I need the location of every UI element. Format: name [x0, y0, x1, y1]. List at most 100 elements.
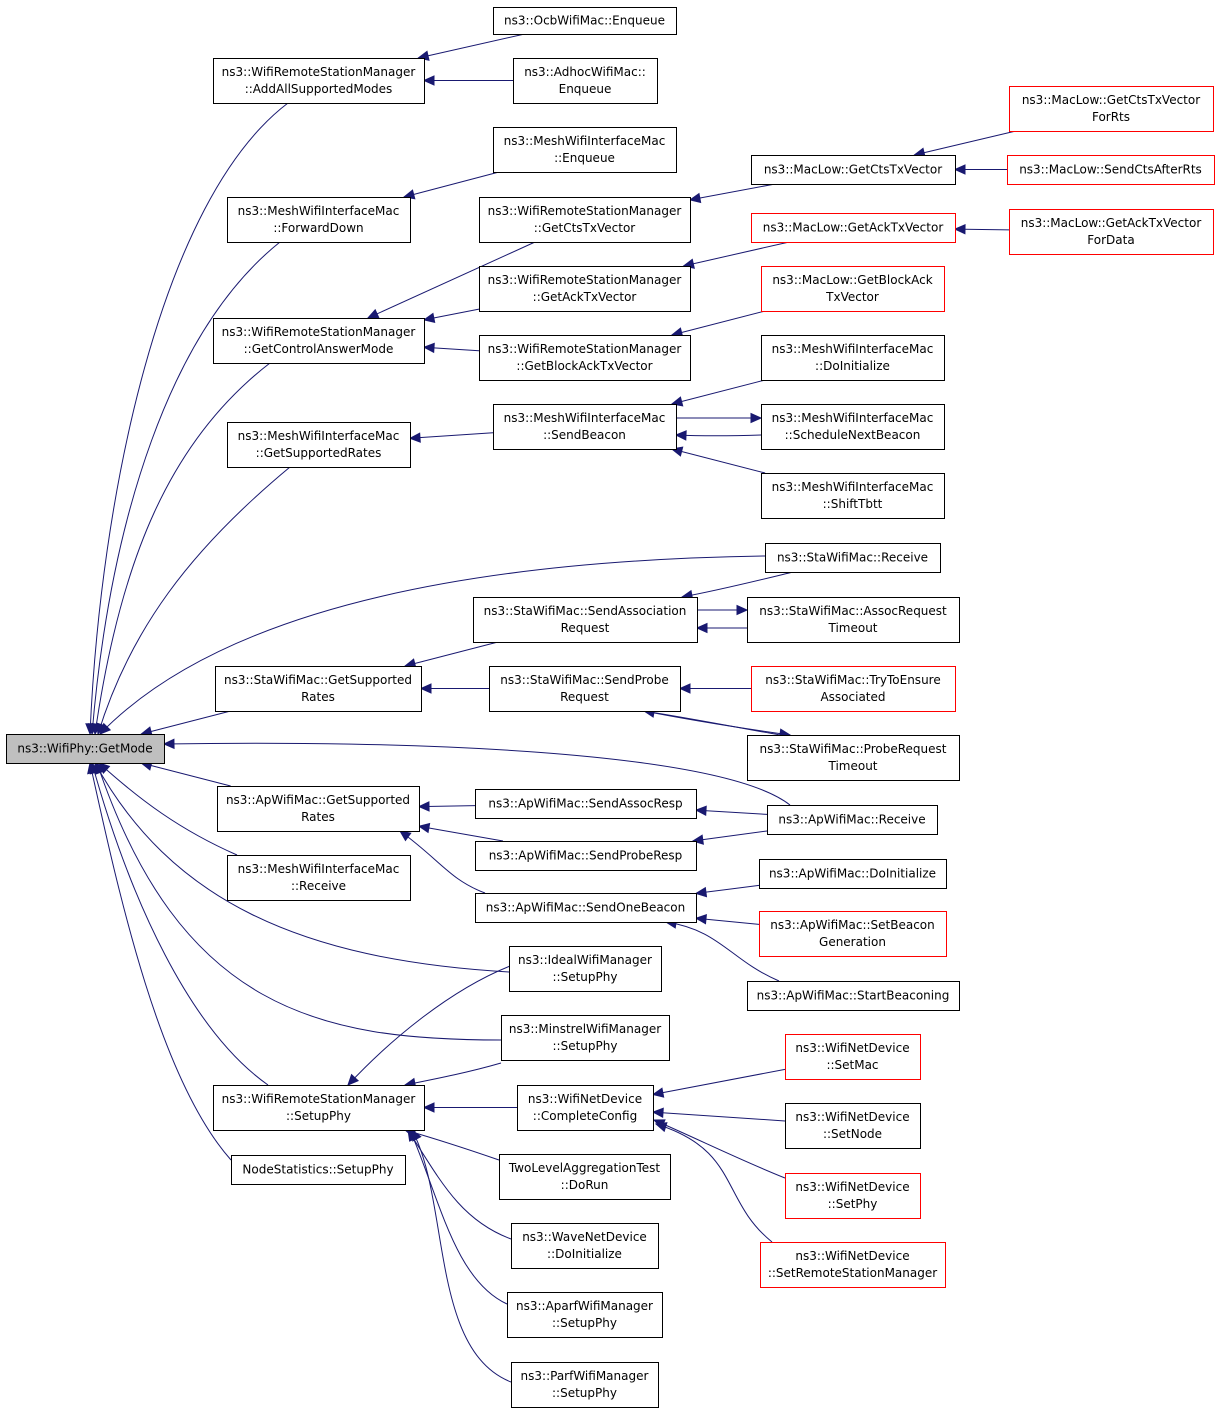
- node-parf[interactable]: ns3::ParfWifiManager::SetupPhy: [511, 1362, 659, 1408]
- node-getctrl[interactable]: ns3::WifiRemoteStationManager::GetContro…: [213, 318, 425, 364]
- node-box[interactable]: [227, 197, 411, 243]
- node-box[interactable]: [747, 735, 960, 781]
- node-box[interactable]: [231, 1155, 406, 1185]
- node-box[interactable]: [475, 789, 697, 819]
- node-box[interactable]: [761, 266, 945, 312]
- node-addall[interactable]: ns3::WifiRemoteStationManager::AddAllSup…: [213, 58, 425, 104]
- node-meshfwd[interactable]: ns3::MeshWifiInterfaceMac::ForwardDown: [227, 197, 411, 243]
- node-getcts[interactable]: ns3::WifiRemoteStationManager::GetCtsTxV…: [479, 197, 691, 243]
- node-aprecv[interactable]: ns3::ApWifiMac::Receive: [767, 805, 938, 835]
- node-meshsched[interactable]: ns3::MeshWifiInterfaceMac::ScheduleNextB…: [761, 404, 945, 450]
- node-meshenq[interactable]: ns3::MeshWifiInterfaceMac::Enqueue: [493, 127, 677, 173]
- node-mlgetack[interactable]: ns3::MacLow::GetAckTxVector: [751, 213, 956, 243]
- node-minstrel[interactable]: ns3::MinstrelWifiManager::SetupPhy: [501, 1015, 670, 1061]
- node-box[interactable]: [501, 1015, 670, 1061]
- node-starates[interactable]: ns3::StaWifiMac::GetSupportedRates: [215, 666, 422, 712]
- node-box[interactable]: [479, 266, 691, 312]
- node-box[interactable]: [215, 666, 422, 712]
- node-aparf[interactable]: ns3::AparfWifiManager::SetupPhy: [507, 1292, 663, 1338]
- node-box[interactable]: [759, 911, 947, 957]
- node-box[interactable]: [227, 855, 411, 901]
- node-box[interactable]: [493, 7, 677, 35]
- node-netsetmac[interactable]: ns3::WifiNetDevice::SetMac: [785, 1034, 921, 1080]
- node-mlblock[interactable]: ns3::MacLow::GetBlockAckTxVector: [761, 266, 945, 312]
- node-box[interactable]: [765, 543, 941, 573]
- node-netsetrsm[interactable]: ns3::WifiNetDevice::SetRemoteStationMana…: [760, 1242, 946, 1288]
- node-box[interactable]: [513, 58, 658, 104]
- node-twolevel[interactable]: TwoLevelAggregationTest::DoRun: [499, 1154, 671, 1200]
- node-box[interactable]: [751, 213, 956, 243]
- node-box[interactable]: [473, 597, 698, 643]
- node-meshrecv[interactable]: ns3::MeshWifiInterfaceMac::Receive: [227, 855, 411, 901]
- node-netsetnode[interactable]: ns3::WifiNetDevice::SetNode: [785, 1103, 921, 1149]
- node-meshshift[interactable]: ns3::MeshWifiInterfaceMac::ShiftTbtt: [761, 473, 945, 519]
- node-meshrates[interactable]: ns3::MeshWifiInterfaceMac::GetSupportedR…: [227, 422, 411, 468]
- node-box[interactable]: [213, 1085, 425, 1131]
- node-box[interactable]: [1009, 209, 1214, 255]
- node-box[interactable]: [1009, 86, 1214, 132]
- node-apinit[interactable]: ns3::ApWifiMac::DoInitialize: [759, 859, 947, 889]
- node-apbeacon[interactable]: ns3::ApWifiMac::SendOneBeacon: [475, 893, 697, 923]
- node-starecv[interactable]: ns3::StaWifiMac::Receive: [765, 543, 941, 573]
- node-box[interactable]: [6, 734, 165, 764]
- node-getblock[interactable]: ns3::WifiRemoteStationManager::GetBlockA…: [479, 335, 691, 381]
- node-box[interactable]: [785, 1103, 921, 1149]
- node-box[interactable]: [785, 1034, 921, 1080]
- node-box[interactable]: [509, 946, 662, 992]
- node-box[interactable]: [1007, 155, 1215, 185]
- node-nodestats[interactable]: NodeStatistics::SetupPhy: [231, 1155, 406, 1185]
- node-box[interactable]: [213, 318, 425, 364]
- node-apassocresp[interactable]: ns3::ApWifiMac::SendAssocResp: [475, 789, 697, 819]
- node-box[interactable]: [761, 404, 945, 450]
- node-aprates[interactable]: ns3::ApWifiMac::GetSupportedRates: [217, 786, 420, 832]
- node-box[interactable]: [475, 841, 697, 871]
- node-box[interactable]: [489, 666, 681, 712]
- node-box[interactable]: [227, 422, 411, 468]
- node-netsetphy[interactable]: ns3::WifiNetDevice::SetPhy: [785, 1173, 921, 1219]
- node-apstart[interactable]: ns3::ApWifiMac::StartBeaconing: [747, 981, 960, 1011]
- node-box[interactable]: [517, 1085, 654, 1131]
- node-box[interactable]: [760, 1242, 946, 1288]
- node-box[interactable]: [747, 981, 960, 1011]
- node-box[interactable]: [479, 197, 691, 243]
- node-adhoc[interactable]: ns3::AdhocWifiMac::Enqueue: [513, 58, 658, 104]
- node-box[interactable]: [493, 404, 677, 450]
- node-box[interactable]: [213, 58, 425, 104]
- node-box[interactable]: [761, 473, 945, 519]
- node-mlgetcts[interactable]: ns3::MacLow::GetCtsTxVector: [751, 155, 956, 185]
- node-box[interactable]: [479, 335, 691, 381]
- node-rssetup[interactable]: ns3::WifiRemoteStationManager::SetupPhy: [213, 1085, 425, 1131]
- node-ocb[interactable]: ns3::OcbWifiMac::Enqueue: [493, 7, 677, 35]
- node-box[interactable]: [475, 893, 697, 923]
- node-box[interactable]: [785, 1173, 921, 1219]
- node-box[interactable]: [217, 786, 420, 832]
- node-box[interactable]: [751, 155, 956, 185]
- node-box[interactable]: [499, 1154, 671, 1200]
- node-wavenet[interactable]: ns3::WaveNetDevice::DoInitialize: [511, 1223, 659, 1269]
- node-box[interactable]: [751, 666, 956, 712]
- node-ideal[interactable]: ns3::IdealWifiManager::SetupPhy: [509, 946, 662, 992]
- node-box[interactable]: [759, 859, 947, 889]
- node-getack[interactable]: ns3::WifiRemoteStationManager::GetAckTxV…: [479, 266, 691, 312]
- node-box[interactable]: [511, 1362, 659, 1408]
- node-approbe[interactable]: ns3::ApWifiMac::SendProbeResp: [475, 841, 697, 871]
- node-box[interactable]: [747, 597, 960, 643]
- node-box[interactable]: [761, 335, 945, 381]
- node-box[interactable]: [493, 127, 677, 173]
- node-box[interactable]: [507, 1292, 663, 1338]
- node-meshbeacon[interactable]: ns3::MeshWifiInterfaceMac::SendBeacon: [493, 404, 677, 450]
- node-box[interactable]: [511, 1223, 659, 1269]
- node-mlsendcts[interactable]: ns3::MacLow::SendCtsAfterRts: [1007, 155, 1215, 185]
- node-meshinit[interactable]: ns3::MeshWifiInterfaceMac::DoInitialize: [761, 335, 945, 381]
- node-root[interactable]: ns3::WifiPhy::GetMode: [6, 734, 165, 764]
- node-netcomplete[interactable]: ns3::WifiNetDevice::CompleteConfig: [517, 1085, 654, 1131]
- node-box[interactable]: [767, 805, 938, 835]
